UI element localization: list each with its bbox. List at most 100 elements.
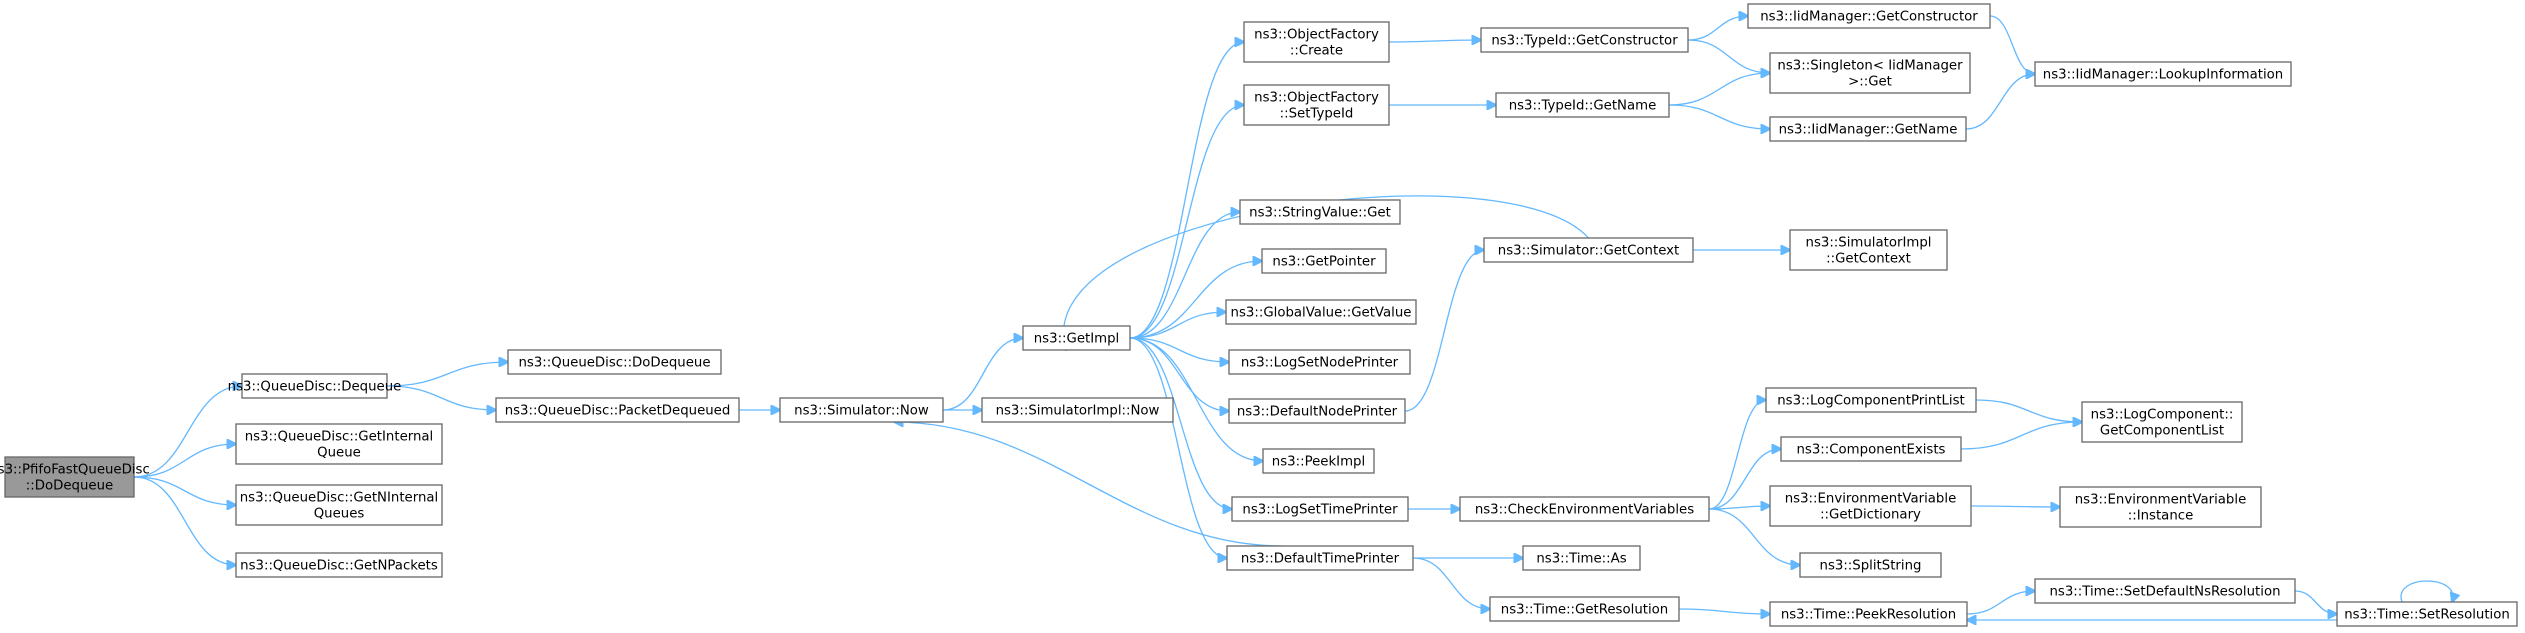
node-componentexists[interactable]: ns3::ComponentExists: [1780, 436, 1962, 462]
node-box[interactable]: [507, 349, 722, 375]
node-label: ns3::ObjectFactory: [1254, 91, 1379, 106]
node-label: ns3::Time::SetDefaultNsResolution: [2049, 585, 2280, 600]
node-box[interactable]: [1769, 116, 1967, 142]
edge-checkenv-to-componentexists: [1708, 449, 1781, 510]
node-peekimpl[interactable]: ns3::PeekImpl: [1262, 448, 1375, 474]
node-label: ns3::IidManager::LookupInformation: [2043, 68, 2283, 83]
node-qd_dequeue[interactable]: ns3::QueueDisc::Dequeue: [228, 373, 402, 399]
node-box[interactable]: [1480, 27, 1689, 53]
node-label: ns3::Time::PeekResolution: [1781, 608, 1956, 623]
node-box[interactable]: [1769, 485, 1972, 527]
node-typeid_getconstructor[interactable]: ns3::TypeId::GetConstructor: [1480, 27, 1689, 53]
edge-getimpl-to-getpointer: [1129, 261, 1262, 339]
node-label: ns3::ComponentExists: [1796, 443, 1945, 458]
edge-defaultnodeprinter-to-sim_getcontext: [1404, 250, 1484, 412]
node-label: ns3::LogComponentPrintList: [1777, 394, 1965, 409]
edge-root-to-qd_getnpackets: [133, 476, 236, 565]
node-box[interactable]: [2034, 578, 2296, 604]
node-checkenv[interactable]: ns3::CheckEnvironmentVariables: [1459, 496, 1710, 522]
node-sim_now[interactable]: ns3::Simulator::Now: [779, 397, 944, 423]
node-box[interactable]: [1765, 387, 1977, 413]
node-box[interactable]: [1747, 3, 1991, 29]
node-qd_dodequeue[interactable]: ns3::QueueDisc::DoDequeue: [507, 349, 722, 375]
node-time_setresolution[interactable]: ns3::Time::SetResolution: [2336, 601, 2518, 627]
node-box[interactable]: [1489, 596, 1680, 622]
node-box[interactable]: [1483, 237, 1694, 263]
node-box[interactable]: [1243, 21, 1390, 63]
node-of_create[interactable]: ns3::ObjectFactory::Create: [1243, 21, 1390, 63]
node-time_setdefaultnsresolution[interactable]: ns3::Time::SetDefaultNsResolution: [2034, 578, 2296, 604]
node-logsetnodeprinter[interactable]: ns3::LogSetNodePrinter: [1228, 349, 1411, 375]
node-envvar_getdictionary[interactable]: ns3::EnvironmentVariable::GetDictionary: [1769, 485, 1972, 527]
node-envvar_instance[interactable]: ns3::EnvironmentVariable::Instance: [2059, 486, 2262, 528]
node-box[interactable]: [1262, 448, 1375, 474]
node-iid_lookupinformation[interactable]: ns3::IidManager::LookupInformation: [2034, 61, 2292, 87]
node-box[interactable]: [779, 397, 944, 423]
node-box[interactable]: [1459, 496, 1710, 522]
node-simimpl_getcontext[interactable]: ns3::SimulatorImpl::GetContext: [1789, 229, 1948, 271]
node-root[interactable]: ns3::PfifoFastQueueDisc::DoDequeue: [0, 456, 150, 498]
node-box[interactable]: [1228, 398, 1406, 424]
node-iid_getname[interactable]: ns3::IidManager::GetName: [1769, 116, 1967, 142]
node-defaultnodeprinter[interactable]: ns3::DefaultNodePrinter: [1228, 398, 1406, 424]
node-box[interactable]: [1780, 436, 1962, 462]
node-box[interactable]: [981, 397, 1174, 423]
edge-typeid_getconstructor-to-singleton_get: [1687, 39, 1770, 73]
edge-typeid_getname-to-iid_getname: [1668, 104, 1770, 129]
node-box[interactable]: [495, 397, 740, 423]
edge-getimpl-to-peekimpl: [1129, 337, 1263, 461]
node-box[interactable]: [1022, 325, 1131, 351]
node-box[interactable]: [1243, 84, 1390, 126]
node-box[interactable]: [1225, 299, 1417, 325]
node-label: ns3::LogSetTimePrinter: [1242, 503, 1398, 518]
node-box[interactable]: [241, 373, 388, 399]
node-defaulttimeprinter[interactable]: ns3::DefaultTimePrinter: [1226, 545, 1414, 571]
edge-iid_getconstructor-to-iid_lookupinformation: [1989, 15, 2035, 74]
node-box[interactable]: [2059, 486, 2262, 528]
node-time_peekresolution[interactable]: ns3::Time::PeekResolution: [1769, 601, 1968, 627]
edge-getimpl-to-defaulttimeprinter: [1129, 337, 1227, 558]
node-stringvalue_get[interactable]: ns3::StringValue::Get: [1239, 199, 1401, 225]
node-logsettimeprinter[interactable]: ns3::LogSetTimePrinter: [1231, 496, 1409, 522]
node-box[interactable]: [2034, 61, 2292, 87]
node-getpointer[interactable]: ns3::GetPointer: [1261, 248, 1387, 274]
node-box[interactable]: [1226, 545, 1414, 571]
node-simimpl_now[interactable]: ns3::SimulatorImpl::Now: [981, 397, 1174, 423]
node-splitstring[interactable]: ns3::SplitString: [1799, 552, 1942, 578]
node-box[interactable]: [1769, 52, 1971, 94]
node-box[interactable]: [1231, 496, 1409, 522]
node-box[interactable]: [235, 423, 443, 465]
node-box[interactable]: [1261, 248, 1387, 274]
node-qd_packetdequeued[interactable]: ns3::QueueDisc::PacketDequeued: [495, 397, 740, 423]
node-box[interactable]: [1239, 199, 1401, 225]
node-box[interactable]: [1799, 552, 1942, 578]
node-box[interactable]: [235, 484, 443, 526]
edge-qd_dequeue-to-qd_dodequeue: [386, 362, 508, 387]
node-time_getresolution[interactable]: ns3::Time::GetResolution: [1489, 596, 1680, 622]
node-globalvalue_getvalue[interactable]: ns3::GlobalValue::GetValue: [1225, 299, 1417, 325]
node-sim_getcontext[interactable]: ns3::Simulator::GetContext: [1483, 237, 1694, 263]
node-label: ns3::IidManager::GetName: [1779, 123, 1958, 138]
node-qd_getnpackets[interactable]: ns3::QueueDisc::GetNPackets: [235, 552, 443, 578]
node-box[interactable]: [1789, 229, 1948, 271]
node-box[interactable]: [2081, 401, 2243, 443]
node-box[interactable]: [1495, 92, 1670, 118]
node-typeid_getname[interactable]: ns3::TypeId::GetName: [1495, 92, 1670, 118]
node-time_as[interactable]: ns3::Time::As: [1522, 545, 1641, 571]
node-box[interactable]: [2336, 601, 2518, 627]
node-box[interactable]: [235, 552, 443, 578]
node-label: ns3::TypeId::GetName: [1509, 99, 1657, 114]
node-box[interactable]: [1522, 545, 1641, 571]
node-iid_getconstructor[interactable]: ns3::IidManager::GetConstructor: [1747, 3, 1991, 29]
node-logcomponent_getcomponentlist[interactable]: ns3::LogComponent::GetComponentList: [2081, 401, 2243, 443]
node-singleton_get[interactable]: ns3::Singleton< IidManager >::Get: [1769, 52, 1971, 94]
node-getimpl[interactable]: ns3::GetImpl: [1022, 325, 1131, 351]
node-box[interactable]: [4, 456, 135, 498]
node-of_settypeid[interactable]: ns3::ObjectFactory::SetTypeId: [1243, 84, 1390, 126]
edges-layer: [133, 15, 2453, 620]
node-box[interactable]: [1769, 601, 1968, 627]
node-logcomponentprintlist[interactable]: ns3::LogComponentPrintList: [1765, 387, 1977, 413]
node-box[interactable]: [1228, 349, 1411, 375]
